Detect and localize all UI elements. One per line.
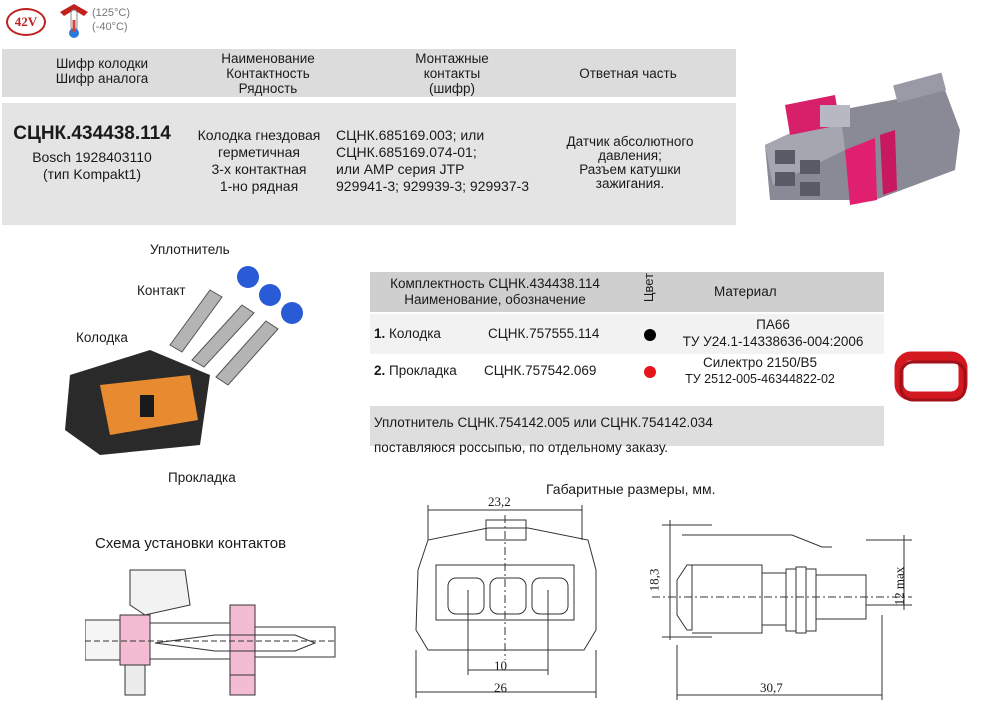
header-color: Цвет [641, 272, 657, 303]
front-drawing [415, 505, 597, 698]
kit-table-header: Комплектность СЦНК.434438.114 Наименован… [370, 272, 884, 312]
scheme-title: Схема установки контактов [95, 535, 287, 552]
thermometer-icon [60, 4, 88, 38]
header-material: Материал [714, 284, 777, 299]
temp-low: (-40°C) [92, 21, 128, 33]
product-description: Колодка гнездовая герметичная 3-х контак… [197, 127, 321, 194]
voltage-badge: 42V [6, 8, 46, 36]
product-analog: Bosch 1928403110 [32, 149, 152, 165]
header-col-name: Наименование Контактность Рядность [221, 51, 315, 96]
dim-width-bottom: 26 [494, 680, 507, 695]
product-row: СЦНК.434438.114 Bosch 1928403110 (тип Ko… [2, 103, 736, 225]
product-analog-type: (тип Kompakt1) [42, 166, 142, 182]
product-mating: Датчик абсолютного давления; Разъем кату… [566, 134, 694, 191]
parts-exploded-image [65, 266, 303, 455]
kit-row-gasket: 2. Прокладка СЦНК.757542.069 Силектро 21… [370, 354, 884, 394]
color-dot-black [644, 329, 656, 341]
product-code: СЦНК.434438.114 [13, 123, 171, 144]
dim-height: 18,3 [646, 568, 662, 592]
label-contact: Контакт [137, 283, 186, 298]
temperature-range: (125°C) (-40°C) [92, 6, 130, 34]
connector-image [765, 72, 960, 205]
color-dot-red [644, 366, 656, 378]
side-drawing [652, 520, 912, 700]
header-col-code: Шифр колодки Шифр аналога [55, 56, 149, 86]
header-col-mating: Ответная часть [579, 66, 677, 81]
label-gasket: Прокладка [168, 470, 236, 485]
header-col-contacts: Монтажные контакты (шифр) [415, 51, 489, 96]
dim-length: 30,7 [760, 680, 783, 695]
temp-high: (125°C) [92, 7, 131, 19]
gasket-image [894, 351, 968, 402]
label-housing: Колодка [76, 330, 128, 345]
dim-width-top: 23,2 [488, 494, 511, 509]
kit-row-housing: 1. Колодка СЦНК.757555.114 ПА66 ТУ У24.1… [370, 314, 884, 354]
dim-pitch: 10 [494, 658, 507, 673]
note-box: Уплотнитель СЦНК.754142.005 или СЦНК.754… [370, 406, 884, 455]
dimensions-title: Габаритные размеры, мм. [546, 481, 716, 497]
product-contacts: СЦНК.685169.003; или СЦНК.685169.074-01;… [336, 127, 530, 194]
label-seal: Уплотнитель [150, 242, 230, 257]
dim-max-height: 12 max [891, 566, 907, 606]
contact-scheme-drawing [85, 569, 336, 696]
table-header: Шифр колодки Шифр аналога Наименование К… [2, 49, 736, 97]
